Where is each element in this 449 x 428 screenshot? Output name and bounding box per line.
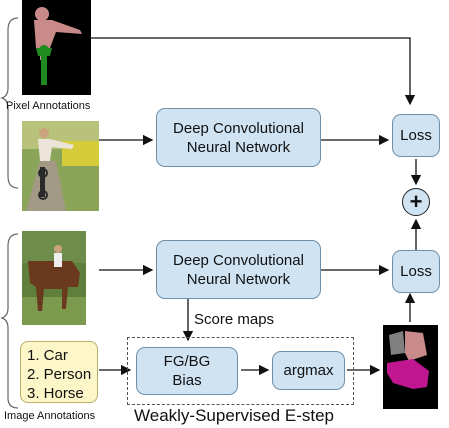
image-label-2: 2. Person	[27, 366, 92, 383]
horse-photo	[22, 231, 86, 325]
fgbg-bias-box: FG/BG Bias	[136, 347, 238, 395]
arrow-mask-to-loss	[91, 37, 416, 106]
dcnn-top-line2: Neural Network	[186, 138, 291, 156]
brace-pixel-annotations	[0, 17, 19, 189]
pixel-annotations-label: Pixel Annotations	[6, 100, 91, 112]
pixel-annotation-mask	[22, 0, 91, 95]
brace-image-annotations	[0, 233, 19, 409]
dcnn-top: Deep Convolutional Neural Network	[156, 108, 321, 167]
estep-title: Weakly-Supervised E-step	[134, 406, 334, 425]
loss-top: Loss	[392, 114, 440, 157]
sum-node: +	[402, 188, 430, 216]
estimated-mask	[383, 325, 438, 409]
loss-top-label: Loss	[400, 127, 432, 144]
dcnn-bottom-line2: Neural Network	[186, 270, 291, 288]
image-label-1: 1. Car	[27, 347, 68, 364]
argmax-label: argmax	[283, 362, 334, 379]
fgbg-line1: FG/BG	[163, 353, 211, 370]
argmax-box: argmax	[272, 351, 345, 390]
score-maps-label: Score maps	[194, 311, 275, 328]
estep-container	[127, 337, 354, 405]
fgbg-line2: Bias	[172, 372, 202, 389]
loss-bottom-label: Loss	[400, 263, 432, 280]
cyclist-photo	[22, 121, 99, 211]
image-labels-box: 1. Car 2. Person 3. Horse	[20, 341, 98, 403]
loss-bottom: Loss	[392, 250, 440, 293]
image-label-3: 3. Horse	[27, 385, 84, 402]
dcnn-bottom: Deep Convolutional Neural Network	[156, 240, 321, 299]
dcnn-top-line1: Deep Convolutional	[173, 119, 304, 137]
dcnn-bottom-line1: Deep Convolutional	[173, 251, 304, 269]
sum-symbol: +	[409, 189, 423, 214]
image-annotations-label: Image Annotations	[4, 410, 96, 422]
